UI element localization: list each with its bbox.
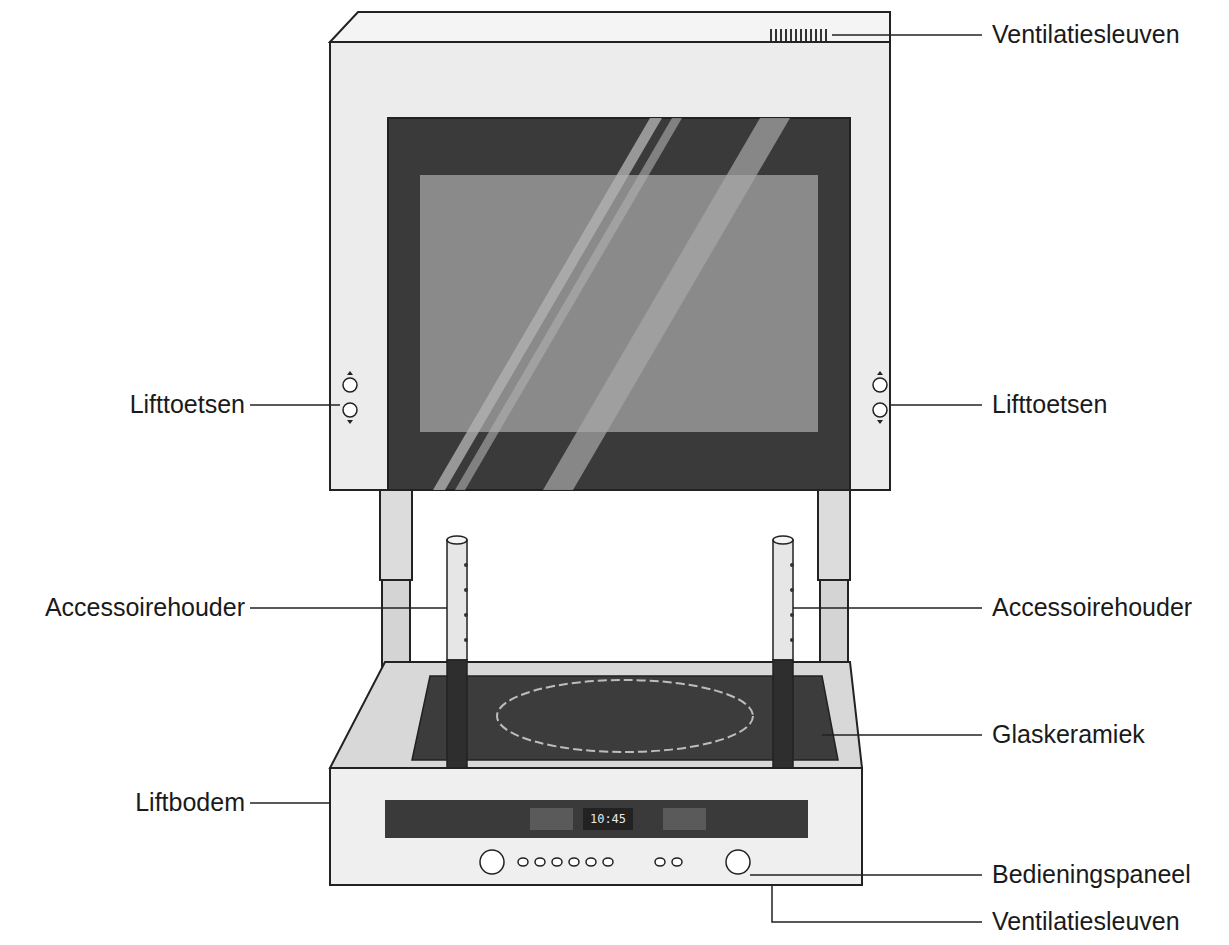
lift-arrows [347, 371, 883, 424]
part-label: Bedieningspaneel [992, 861, 1191, 889]
display-time: 10:45 [590, 813, 626, 825]
part-label: Ventilatiesleuven [992, 21, 1180, 49]
base-front [330, 768, 862, 885]
accessory-holders [447, 536, 793, 780]
part-label: Glaskeramiek [992, 721, 1145, 749]
control-buttons [480, 850, 750, 874]
lift-buttons [343, 378, 887, 417]
display-cell [663, 808, 706, 830]
part-label: Liftbodem [135, 789, 245, 817]
lift-columns [380, 490, 850, 685]
part-label: Lifttoetsen [130, 391, 245, 419]
housing-front [330, 42, 890, 490]
housing-top [330, 12, 890, 42]
holder-notches [464, 563, 794, 642]
part-label: Accessoirehouder [45, 594, 245, 622]
display-cell [530, 808, 573, 830]
reflection [433, 118, 662, 490]
reflection [543, 118, 790, 490]
reflection [455, 118, 682, 490]
vent-slots [768, 29, 830, 41]
part-label: Ventilatiesleuven [992, 908, 1180, 936]
display-strip [385, 800, 808, 838]
part-label: Lifttoetsen [992, 391, 1107, 419]
part-label: Accessoirehouder [992, 594, 1192, 622]
leader-lines [250, 35, 982, 922]
oven-window [388, 118, 850, 490]
cooking-zone [497, 680, 753, 752]
display-cell [583, 808, 633, 830]
